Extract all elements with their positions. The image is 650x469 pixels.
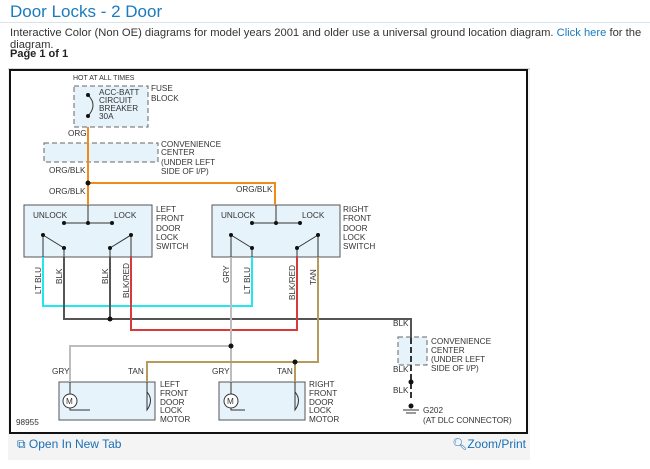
- svg-text:LT BLU: LT BLU: [243, 267, 252, 294]
- svg-text:BLK/RED: BLK/RED: [122, 263, 131, 298]
- svg-text:MOTOR: MOTOR: [160, 415, 190, 424]
- svg-text:TAN: TAN: [309, 269, 318, 285]
- wire-label: ORG/BLK: [49, 166, 86, 175]
- new-tab-icon: ⧉: [17, 437, 26, 451]
- svg-text:LT BLU: LT BLU: [34, 267, 43, 294]
- svg-text:DOOR: DOOR: [160, 398, 185, 407]
- svg-text:DOOR: DOOR: [343, 224, 368, 233]
- page-title: Door Locks - 2 Door: [10, 2, 163, 21]
- breaker-label: BREAKER: [99, 104, 138, 113]
- divider: [0, 22, 650, 23]
- svg-text:LOCK: LOCK: [309, 406, 332, 415]
- svg-text:CENTER: CENTER: [431, 346, 465, 355]
- svg-text:LOCK: LOCK: [343, 233, 366, 242]
- conv-center-label: SIDE OF I/P): [161, 167, 209, 176]
- svg-text:LOCK: LOCK: [156, 233, 179, 242]
- vertical-wire-labels: LT BLU BLK BLK BLK/RED GRY LT BLU BLK/RE…: [34, 263, 318, 300]
- intro-after: for the diagram.: [10, 27, 642, 51]
- breaker-label: ACC-BATT: [99, 88, 139, 97]
- svg-text:RIGHT: RIGHT: [343, 205, 368, 214]
- wire-label: GRY: [52, 367, 70, 376]
- wire-blk-red: [130, 257, 298, 331]
- svg-text:DOOR: DOOR: [156, 224, 181, 233]
- junction-dots: [41, 93, 414, 409]
- left-motor-symbol: [62, 393, 78, 409]
- svg-text:FRONT: FRONT: [343, 214, 371, 223]
- svg-text:MOTOR: MOTOR: [309, 415, 339, 424]
- svg-text:FRONT: FRONT: [309, 389, 337, 398]
- intro-before: Interactive Color (Non OE) diagrams for …: [10, 27, 557, 39]
- zoom-print-label: Zoom/Print: [467, 437, 526, 451]
- unlock-label: UNLOCK: [33, 211, 68, 220]
- wire-org: [87, 127, 276, 205]
- wire-label: ORG: [68, 129, 87, 138]
- wire-label: ORG/BLK: [236, 185, 273, 194]
- page-indicator: Page 1 of 1: [10, 48, 69, 60]
- svg-text:BLK: BLK: [101, 268, 110, 284]
- lock-label: LOCK: [302, 211, 325, 220]
- wire-label: GRY: [212, 367, 230, 376]
- click-here-link[interactable]: Click here: [556, 27, 607, 39]
- diagram-id: 98955: [16, 418, 39, 427]
- svg-text:RIGHT: RIGHT: [309, 380, 334, 389]
- svg-text:BLK/RED: BLK/RED: [288, 265, 297, 300]
- wire-label: BLK: [393, 365, 409, 374]
- wire-label: TAN: [277, 367, 293, 376]
- svg-text:SWITCH: SWITCH: [343, 242, 375, 251]
- zoom-icon: 🔍︎: [452, 437, 468, 451]
- hot-label: HOT AT ALL TIMES: [73, 75, 135, 82]
- svg-text:LEFT: LEFT: [160, 380, 180, 389]
- conv-center-label: CONVENIENCE: [161, 140, 222, 149]
- ground-location-label: (AT DLC CONNECTOR): [423, 416, 512, 425]
- svg-text:GRY: GRY: [222, 265, 231, 283]
- conv-center-label: (UNDER LEFT: [161, 158, 215, 167]
- wire-lt-blu: [42, 257, 253, 307]
- fuse-block-label: FUSE: [151, 84, 173, 93]
- intro-text: Interactive Color (Non OE) diagrams for …: [10, 27, 650, 51]
- wire-tan: [146, 257, 319, 382]
- lock-label: LOCK: [114, 211, 137, 220]
- right-motor-symbol: [223, 393, 239, 409]
- breaker-label: CIRCUIT: [99, 96, 132, 105]
- breaker-label: 30A: [99, 112, 114, 121]
- open-new-tab-link[interactable]: ⧉ Open In New Tab: [17, 437, 121, 452]
- svg-text:DOOR: DOOR: [309, 398, 334, 407]
- svg-text:BLK: BLK: [55, 268, 64, 284]
- svg-text:FRONT: FRONT: [160, 389, 188, 398]
- wire-blk: [63, 257, 412, 338]
- svg-text:LEFT: LEFT: [156, 205, 176, 214]
- wire-label: TAN: [128, 367, 144, 376]
- wire-label: BLK: [393, 319, 409, 328]
- svg-text:(UNDER LEFT: (UNDER LEFT: [431, 355, 485, 364]
- ground-label: G202: [423, 406, 443, 415]
- wire-label: BLK: [393, 386, 409, 395]
- convenience-center-right: [397, 336, 428, 366]
- motor-label: M: [66, 397, 73, 406]
- wire-label: ORG/BLK: [49, 187, 86, 196]
- svg-text:FRONT: FRONT: [156, 214, 184, 223]
- fuse-block: [73, 85, 149, 128]
- unlock-label: UNLOCK: [221, 211, 256, 220]
- motor-label: M: [227, 397, 234, 406]
- svg-text:SIDE OF I/P): SIDE OF I/P): [431, 364, 479, 373]
- convenience-center-top: [43, 142, 159, 163]
- fuse-block-label: BLOCK: [151, 94, 179, 103]
- zoom-print-link[interactable]: 🔍︎Zoom/Print: [452, 437, 526, 451]
- conv-center-label: CENTER: [161, 148, 195, 157]
- svg-text:LOCK: LOCK: [160, 406, 183, 415]
- svg-text:CONVENIENCE: CONVENIENCE: [431, 337, 492, 346]
- svg-text:SWITCH: SWITCH: [156, 242, 188, 251]
- open-new-tab-label: Open In New Tab: [28, 437, 122, 451]
